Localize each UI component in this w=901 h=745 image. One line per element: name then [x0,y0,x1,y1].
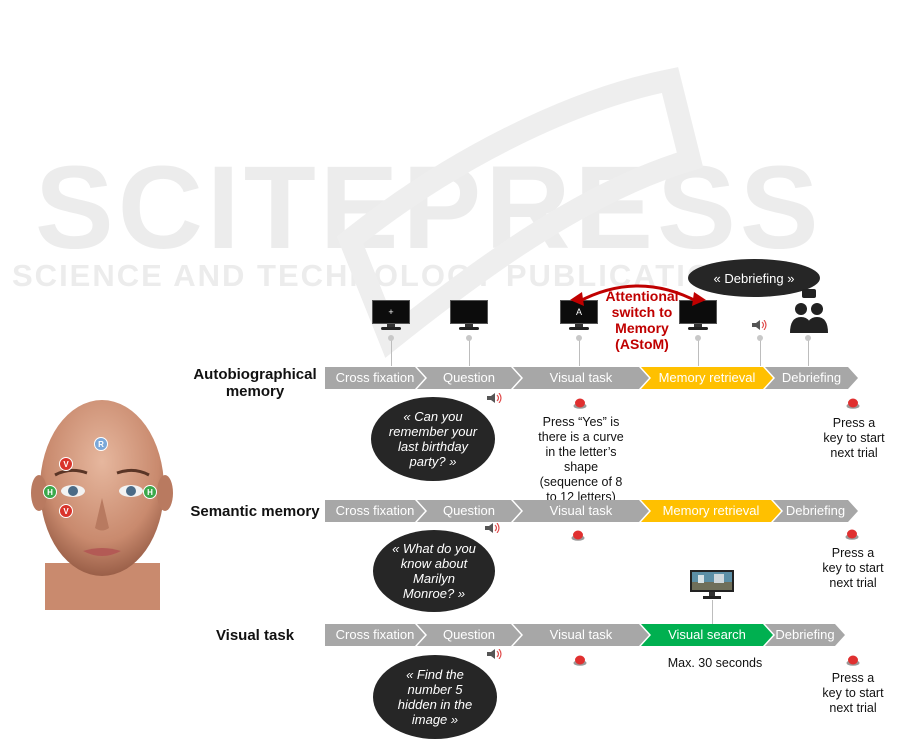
attention-arrow-icon [570,284,706,306]
row-label-autobiographical: Autobiographical memory [193,366,317,400]
monitor-memory [679,300,717,330]
electrode-r: R [94,437,108,451]
pin-5 [760,338,761,366]
segment-question: Question [417,367,521,389]
electrode-h-right: H [143,485,157,499]
timeline-semantic: Cross fixation Question Visual task Memo… [325,500,860,522]
face-illustration: R V V H H [25,393,180,610]
segment-question: Question [417,624,521,646]
end-note-autobiographical: Press a key to start next trial [823,416,885,460]
button-press-icon [573,655,587,666]
electrode-v-top: V [59,457,73,471]
electrode-v-bottom: V [59,504,73,518]
pin-2 [469,338,470,366]
monitor-question [450,300,488,330]
pin-6 [808,338,809,366]
row-label-semantic: Semantic memory [190,503,320,520]
segment-debriefing: Debriefing [765,624,845,646]
visual-task-note: Press “Yes” is there is a curve in the l… [538,415,624,504]
watermark-book-icon [336,67,704,358]
monitor-cross-fixation: + [372,300,410,330]
people-icon [790,289,828,333]
button-press-icon [846,398,860,409]
segment-cross-fixation: Cross fixation [325,367,425,389]
speaker-icon [487,649,502,659]
segment-debriefing: Debriefing [765,367,858,389]
speaker-icon [752,320,767,330]
monitor-letter: A [560,300,598,330]
segment-visual-search: Visual search [641,624,773,646]
segment-visual-task: Visual task [513,624,649,646]
timeline-autobiographical: Cross fixation Question Visual task Memo… [325,367,860,389]
segment-debriefing: Debriefing [773,500,858,522]
end-note-semantic: Press a key to start next trial [822,546,884,590]
pin-1 [391,338,392,366]
search-note: Max. 30 seconds [667,656,763,670]
segment-memory-retrieval: Memory retrieval [641,367,773,389]
segment-cross-fixation: Cross fixation [325,624,425,646]
button-press-icon [846,655,860,666]
speaker-icon [487,393,502,403]
speaker-icon [485,523,500,533]
pin-search [712,600,713,624]
question-bubble-visual: « Find the number 5 hidden in the image … [373,655,497,739]
pin-4 [698,338,699,366]
button-press-icon [845,529,859,540]
question-bubble-semantic: « What do you know about Marilyn Monroe?… [373,530,495,612]
segment-question: Question [417,500,521,522]
electrode-h-left: H [43,485,57,499]
button-press-icon [571,530,585,541]
attention-label: Attentional switch to Memory (AStoM) [605,288,679,352]
question-bubble-autobiographical: « Can you remember your last birthday pa… [371,397,495,481]
button-press-icon [573,398,587,409]
timeline-visual: Cross fixation Question Visual task Visu… [325,624,860,646]
segment-visual-task: Visual task [513,367,649,389]
pin-3 [579,338,580,366]
end-note-visual: Press a key to start next trial [822,671,884,715]
segment-cross-fixation: Cross fixation [325,500,425,522]
visual-search-image-icon [690,570,734,600]
segment-visual-task: Visual task [513,500,649,522]
face-icon [31,400,173,610]
row-label-visual: Visual task [215,627,295,644]
segment-memory-retrieval: Memory retrieval [641,500,781,522]
debriefing-bubble: « Debriefing » [688,259,820,297]
